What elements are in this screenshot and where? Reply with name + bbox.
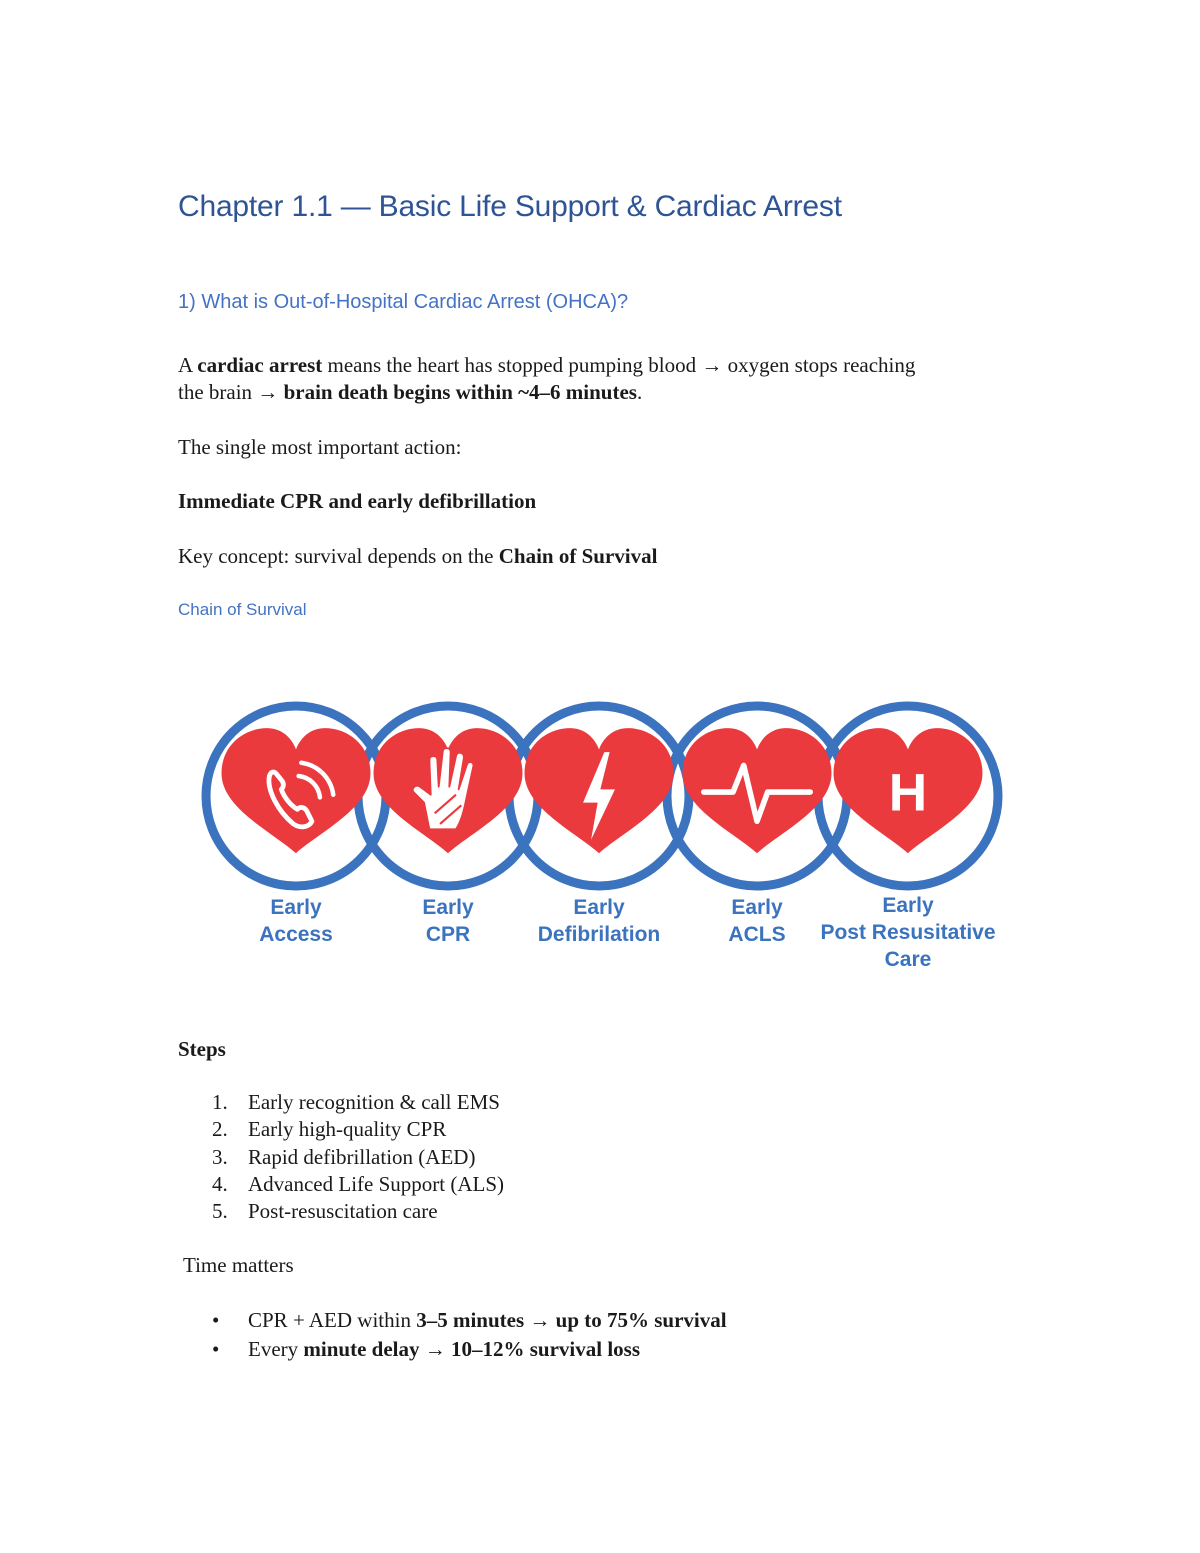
chain-label: Early <box>422 896 474 919</box>
lightning-icon <box>524 728 674 854</box>
list-number: 1. <box>212 1090 228 1114</box>
list-text: Post-resuscitation care <box>248 1199 438 1224</box>
chain-label: Defibrilation <box>538 923 661 946</box>
chain-label: Early <box>731 896 783 919</box>
signal-arc <box>296 773 323 800</box>
paragraph-definition-line1: A cardiac arrest means the heart has sto… <box>178 352 915 379</box>
bold-text: brain death begins within ~4–6 minutes <box>283 380 637 404</box>
bold-text: Steps <box>178 1037 226 1061</box>
chain-label: Early <box>270 896 322 919</box>
chain-label: Post Resusitative <box>820 921 995 944</box>
list-number: 4. <box>212 1171 228 1196</box>
chain-label: Early <box>573 896 625 919</box>
time-bullets: • CPR + AED within 3–5 minutes → up to 75… <box>178 1306 727 1364</box>
paragraph-key-concept: Key concept: survival depends on the Cha… <box>178 543 657 570</box>
chain-heading: Chain of Survival <box>178 600 307 619</box>
hospital-letter: H <box>889 764 927 823</box>
time-matters-title: Time matters <box>183 1253 294 1277</box>
bold-text: Immediate CPR and early defibrillation <box>178 489 537 513</box>
bold-text: Chain of Survival <box>498 544 658 568</box>
heartbeat-icon <box>682 728 832 854</box>
list-item: • Every minute delay → 10–12% survival lo… <box>178 1335 727 1364</box>
bolt-shape <box>583 752 615 840</box>
list-text: Early high-quality CPR <box>248 1117 447 1142</box>
bullet-icon: • <box>212 1337 220 1361</box>
list-number: 3. <box>212 1144 228 1169</box>
hand-icon <box>373 728 523 854</box>
text-run: . <box>636 380 643 404</box>
heart-shape <box>221 728 371 854</box>
bullet-icon: • <box>212 1308 220 1332</box>
phone-icon <box>221 728 371 854</box>
steps-list: 1. Early recognition & call EMS 2. Early h… <box>178 1089 504 1225</box>
pulse-line <box>701 762 813 825</box>
bold-text: 3–5 minutes → up to 75% survival <box>416 1308 727 1332</box>
phone-handset <box>266 769 315 830</box>
list-item: 1. Early recognition & call EMS <box>178 1089 504 1116</box>
text-run: means the heart has stopped pumping bloo… <box>322 353 916 377</box>
heart-shape <box>682 728 832 854</box>
bold-text: cardiac arrest <box>197 353 323 377</box>
text-run: CPR + AED within <box>248 1308 417 1332</box>
section-heading-ohca: 1) What is Out-of-Hospital Cardiac Arres… <box>178 291 629 313</box>
chain-label: Early <box>882 894 934 917</box>
text-run: the brain → <box>178 380 284 404</box>
list-item: 3. Rapid defibrillation (AED) <box>178 1144 504 1171</box>
list-text: Advanced Life Support (ALS) <box>248 1171 505 1196</box>
list-number: 5. <box>212 1199 228 1224</box>
list-item: • CPR + AED within 3–5 minutes → up to 75… <box>178 1306 727 1335</box>
hand-detail <box>433 793 463 825</box>
list-text: Early recognition & call EMS <box>248 1090 500 1114</box>
paragraph-definition-line2: the brain → brain death begins within ~4… <box>178 379 642 406</box>
bold-text: minute delay → 10–12% survival loss <box>303 1337 641 1361</box>
chain-label: Care <box>885 948 932 971</box>
list-text: Rapid defibrillation (AED) <box>248 1144 476 1169</box>
list-item: 2. Early high-quality CPR <box>178 1116 504 1143</box>
chain-label: CPR <box>426 923 470 946</box>
chain-label: Access <box>259 923 333 946</box>
hospital-h-icon: H <box>833 728 983 854</box>
page-title: Chapter 1.1 — Basic Life Support & Cardi… <box>178 190 842 223</box>
list-item: 5. Post-resuscitation care <box>178 1198 504 1225</box>
steps-title: Steps <box>178 1036 226 1063</box>
list-number: 2. <box>212 1117 228 1142</box>
heart-shape <box>833 728 983 854</box>
paragraph-immediate-cpr: Immediate CPR and early defibrillation <box>178 488 536 515</box>
text-run: Every <box>248 1337 304 1361</box>
text-run: Key concept: survival depends on the <box>178 544 499 568</box>
paragraph-single-action: The single most important action: <box>178 435 462 459</box>
chain-label: ACLS <box>728 923 785 946</box>
text-run: A <box>178 353 198 377</box>
list-item: 4. Advanced Life Support (ALS) <box>178 1171 504 1198</box>
signal-arc <box>299 760 336 797</box>
